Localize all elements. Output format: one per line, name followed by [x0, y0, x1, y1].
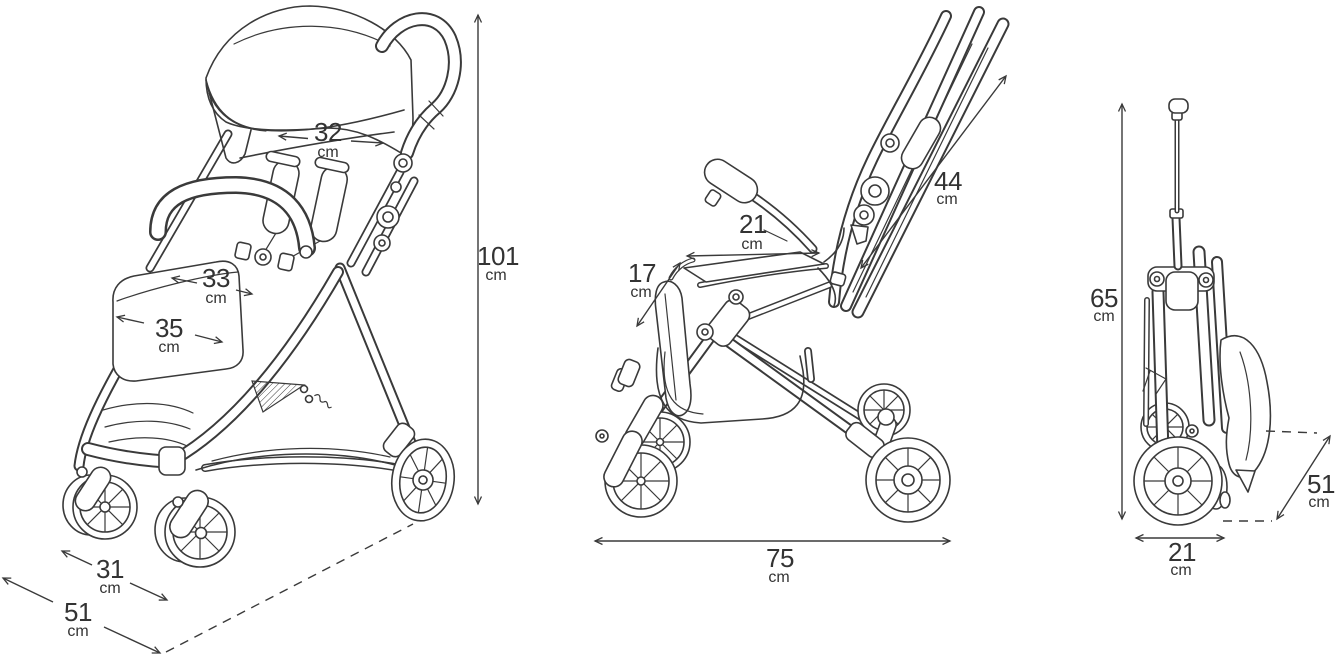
- dim-side-seat-depth-value: 21: [739, 209, 767, 239]
- dim-folded-width: 21 cm: [1134, 533, 1226, 579]
- dim-folded-height-value: 65: [1090, 283, 1118, 313]
- front-view-caster-left: [62, 466, 138, 540]
- stroller-side-view: [595, 6, 1010, 523]
- folded-main-wheel: [1133, 436, 1223, 526]
- dim-side-length-value: 75: [766, 543, 794, 573]
- front-view-caster-right: [154, 489, 236, 568]
- folded-fabric-drape: [1219, 334, 1272, 493]
- dim-front-depth-value: 51: [64, 597, 92, 627]
- dim-side-backrest-value: 44: [934, 166, 962, 196]
- front-view-canopy: [205, 5, 414, 164]
- dim-front-footwell-width-value: 33: [202, 263, 230, 293]
- side-view-rear-wheels: [845, 383, 951, 523]
- front-view-footmuff: [112, 260, 244, 382]
- dim-side-backrest: 44 cm: [860, 74, 1007, 270]
- dim-front-footmuff-width-unit: cm: [158, 339, 179, 356]
- front-view-basket: [102, 380, 400, 471]
- ground-projection-dashed-line: [165, 523, 414, 653]
- dim-side-backrest-unit: cm: [936, 191, 957, 208]
- side-view-basket: [655, 347, 805, 424]
- side-view-hinges: [696, 289, 751, 347]
- dim-front-seat-width: 32 cm: [277, 117, 385, 161]
- dim-front-depth-unit: cm: [67, 623, 88, 640]
- dim-folded-depth-unit: cm: [1308, 494, 1329, 511]
- dim-side-bumper-bar-unit: cm: [630, 284, 651, 301]
- side-view-front-wheels: [595, 394, 691, 518]
- front-view-handle: [375, 12, 462, 160]
- dim-folded-depth: 51 cm: [1223, 430, 1335, 522]
- dim-side-length-unit: cm: [768, 569, 789, 586]
- dim-front-footmuff-width-value: 35: [155, 313, 183, 343]
- dim-front-overall-height: 101 cm: [473, 13, 519, 506]
- dim-folded-depth-value: 51: [1307, 469, 1335, 499]
- dim-front-footwell-width: 33 cm: [170, 263, 254, 307]
- dim-side-bumper-bar: 17 cm: [628, 258, 681, 328]
- stroller-front-view: [62, 5, 462, 568]
- dim-front-seat-width-unit: cm: [317, 144, 338, 161]
- dim-folded-height: 65 cm: [1090, 102, 1127, 521]
- dim-front-width-value: 31: [96, 554, 124, 584]
- stroller-folded-view: [1133, 98, 1272, 526]
- front-view-rear-wheel: [382, 422, 456, 522]
- dim-front-footmuff-width: 35 cm: [115, 313, 224, 356]
- folded-trolley-handle: [1168, 98, 1189, 271]
- side-view-backrest-bundle: [828, 6, 1010, 319]
- front-view-bumper-bar: [149, 176, 316, 259]
- folded-hinge: [1147, 266, 1215, 311]
- dim-front-overall-height-value: 101: [477, 241, 519, 271]
- dim-side-bumper-bar-value: 17: [628, 258, 656, 288]
- dim-front-depth: 51 cm: [1, 523, 414, 654]
- side-view-bumper-bar: [654, 257, 696, 417]
- dim-front-overall-height-unit: cm: [485, 267, 506, 284]
- dim-front-width-unit: cm: [99, 580, 120, 597]
- dim-front-width: 31 cm: [60, 550, 169, 601]
- dim-side-seat-depth: 21 cm: [685, 209, 821, 260]
- front-view-hinges: [299, 153, 413, 404]
- dim-folded-width-value: 21: [1168, 537, 1196, 567]
- dim-folded-height-unit: cm: [1093, 308, 1114, 325]
- dim-side-seat-depth-unit: cm: [741, 236, 762, 253]
- brand-logo-squiggle: [314, 394, 332, 409]
- dim-side-length: 75 cm: [593, 536, 952, 586]
- dim-front-footwell-width-unit: cm: [205, 290, 226, 307]
- dim-folded-width-unit: cm: [1170, 562, 1191, 579]
- dim-front-seat-width-value: 32: [314, 117, 342, 147]
